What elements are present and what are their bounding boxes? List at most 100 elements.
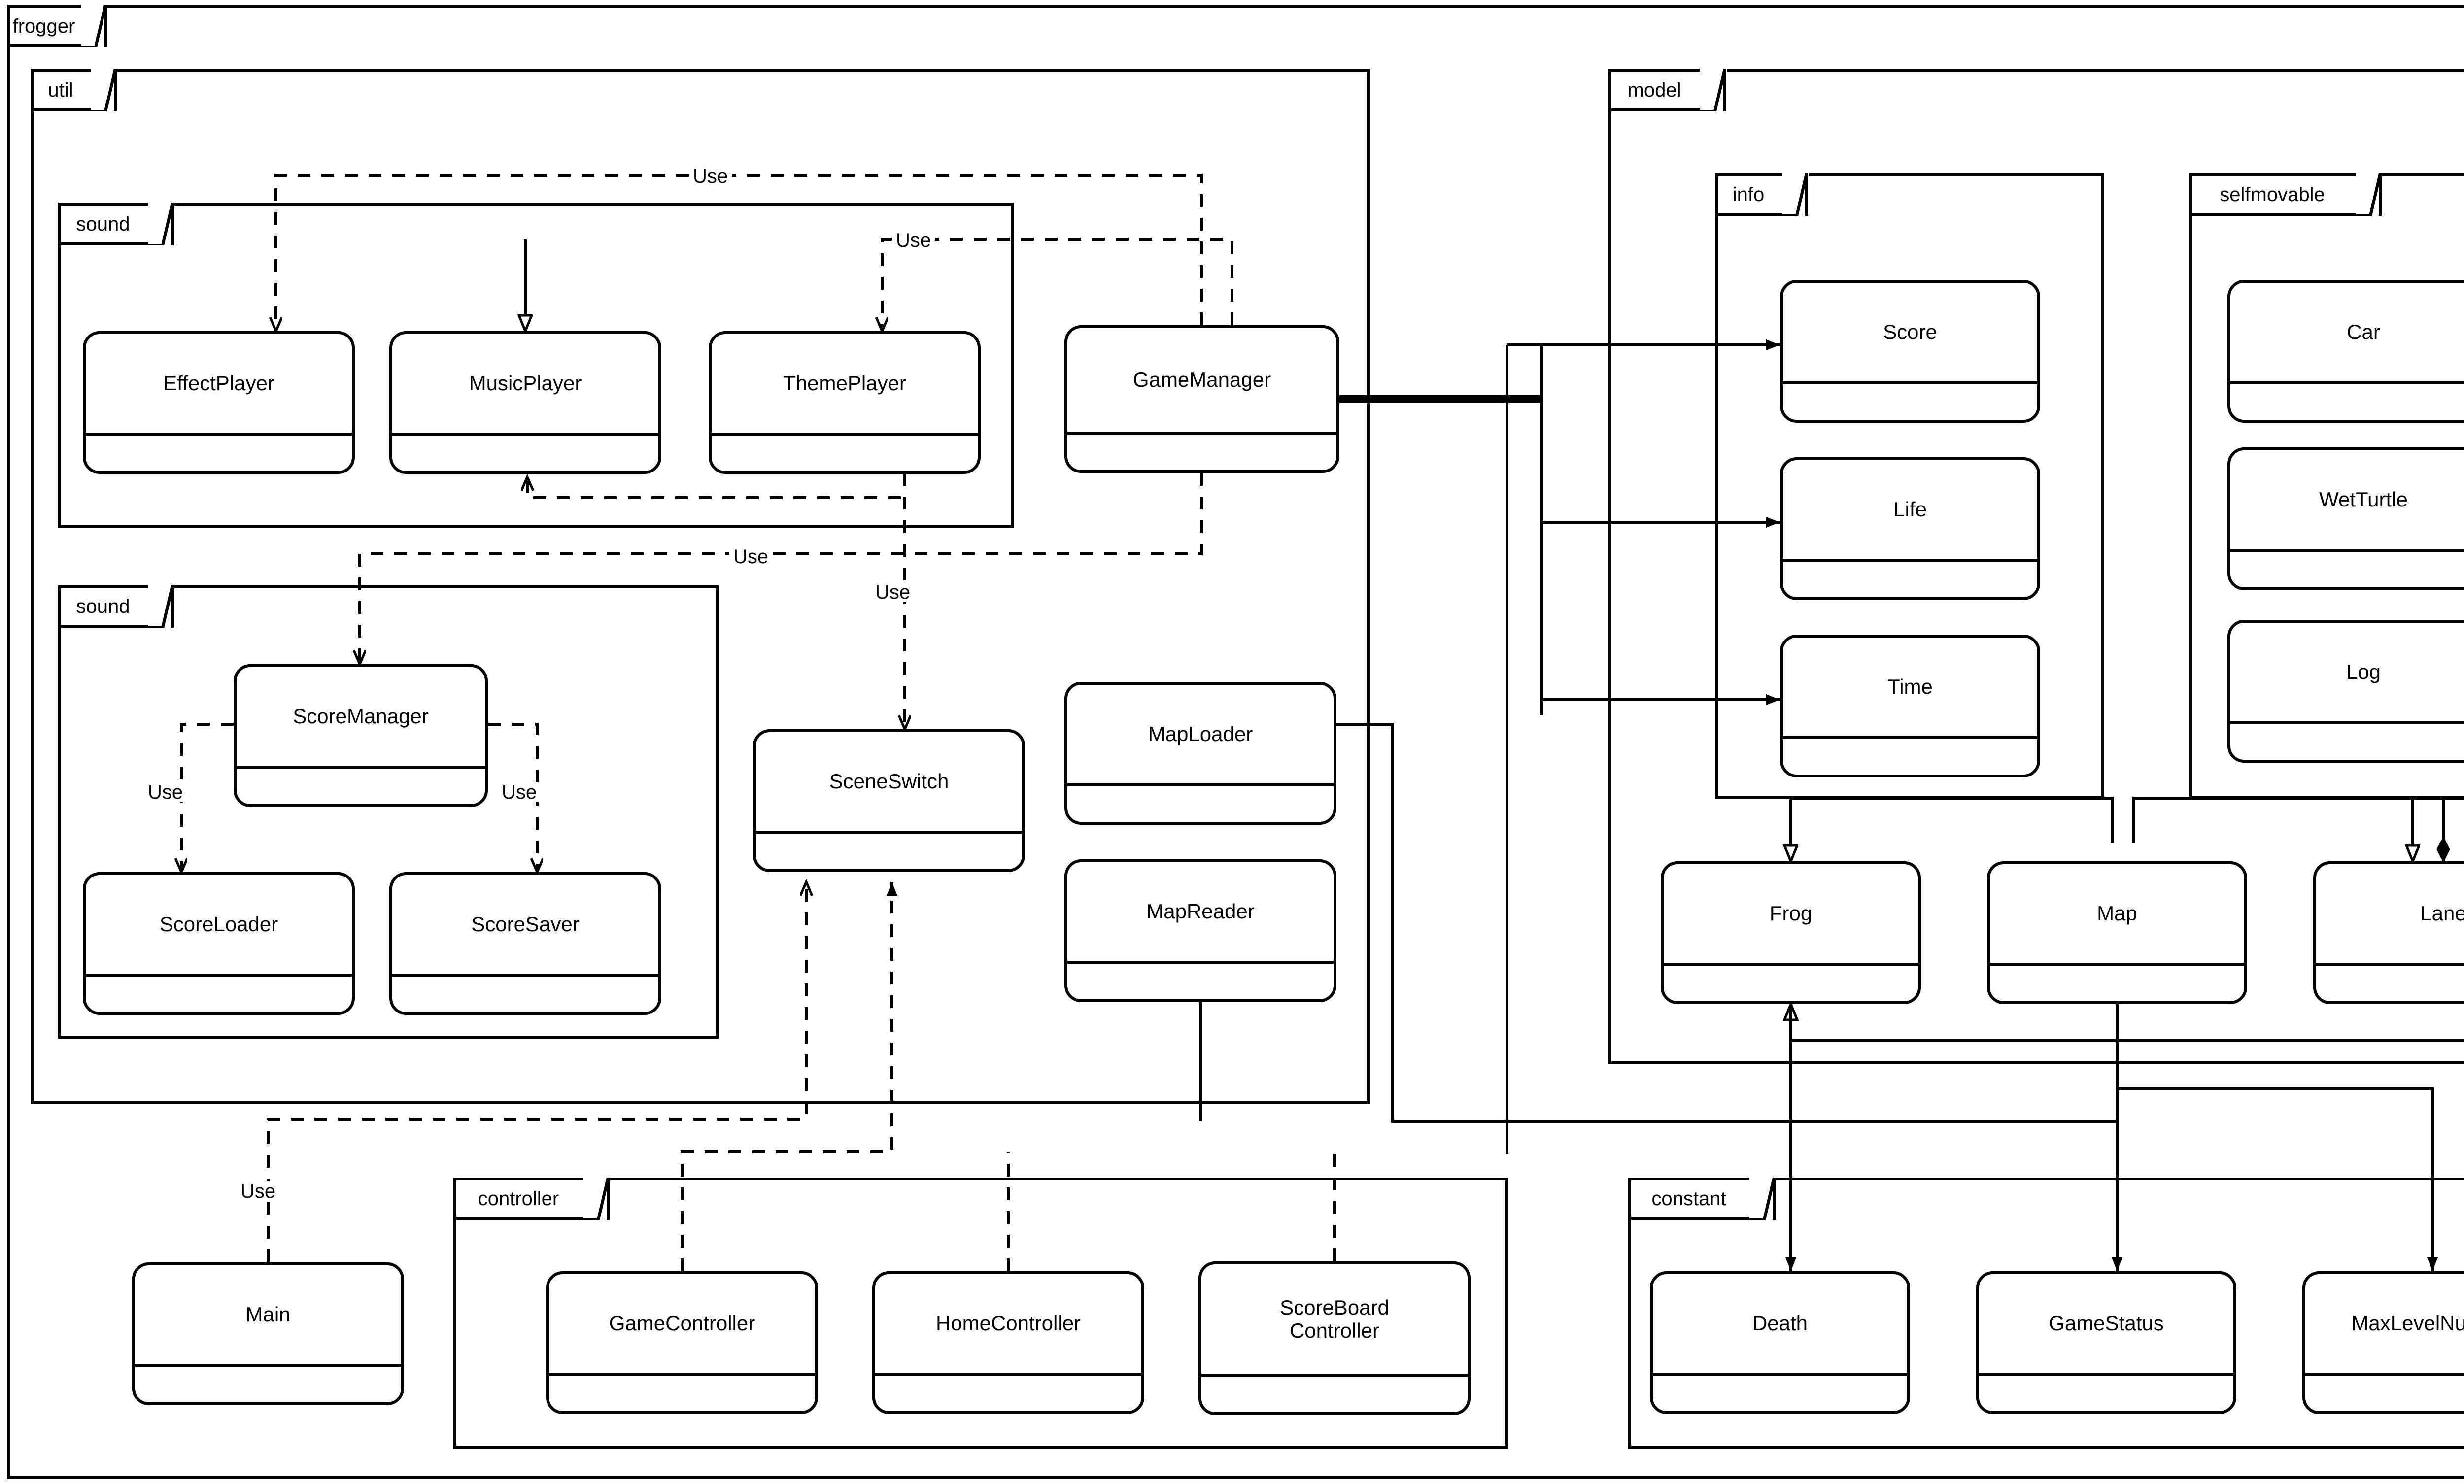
class-compartment-divider: [2316, 963, 2464, 966]
package-frame-controller: [453, 1178, 1508, 1449]
class-compartment-divider: [1990, 963, 2244, 966]
package-name-selfmovable: selfmovable: [2220, 183, 2325, 205]
class-compartment-divider: [1201, 1374, 1468, 1377]
package-tab-sound_low[interactable]: sound: [58, 585, 174, 629]
class-attributes-compartment: [1783, 562, 2037, 597]
package-tab-sound_top[interactable]: sound: [58, 202, 174, 247]
class-compartment-divider: [2230, 381, 2464, 384]
edge-label-use-mid-1: Use: [729, 547, 773, 567]
package-frame-util: [31, 69, 1370, 1104]
package-tab-body: [58, 585, 148, 628]
class-compartment-divider: [1067, 961, 1334, 964]
class-box-MapReader[interactable]: MapReader: [1064, 859, 1336, 1002]
class-compartment-divider: [2230, 549, 2464, 552]
class-box-ScoreSaver[interactable]: ScoreSaver: [389, 872, 661, 1015]
package-tab-model[interactable]: model: [1608, 68, 1727, 113]
class-attributes-compartment: [1067, 786, 1334, 822]
class-box-WetTurtle[interactable]: WetTurtle: [2227, 447, 2464, 590]
package-tab-constant[interactable]: constant: [1628, 1177, 1776, 1221]
package-frame-sound_low: [58, 585, 719, 1039]
class-attributes-compartment: [1979, 1376, 2233, 1411]
class-attributes-compartment: [2316, 966, 2464, 1001]
class-compartment-divider: [392, 974, 658, 977]
class-box-ThemePlayer[interactable]: ThemePlayer: [709, 331, 981, 474]
package-name-model: model: [1627, 79, 1681, 101]
class-box-Lane[interactable]: Lane: [2313, 861, 2464, 1004]
class-compartment-divider: [1653, 1373, 1907, 1376]
class-box-ScoreManager[interactable]: ScoreManager: [234, 664, 488, 807]
class-name-GameController: GameController: [609, 1312, 755, 1335]
class-compartment-divider: [1783, 381, 2037, 384]
package-name-sound_low: sound: [76, 595, 130, 617]
package-tab-slant: [145, 585, 174, 629]
class-box-HomeController[interactable]: HomeController: [872, 1271, 1144, 1414]
class-box-Frog[interactable]: Frog: [1661, 861, 1921, 1004]
class-name-Lane: Lane: [2420, 902, 2464, 925]
class-name-ThemePlayer: ThemePlayer: [783, 371, 906, 395]
class-box-MapLoader[interactable]: MapLoader: [1064, 682, 1336, 825]
class-box-GameStatus[interactable]: GameStatus: [1976, 1271, 2236, 1414]
class-box-GameManager[interactable]: GameManager: [1064, 325, 1339, 473]
package-tab-util[interactable]: util: [31, 68, 117, 113]
package-frame-model: [1608, 69, 2464, 1064]
class-box-GameController[interactable]: GameController: [546, 1271, 818, 1414]
package-tab-body: [7, 5, 81, 47]
class-box-Life[interactable]: Life: [1780, 457, 2040, 600]
class-box-Death[interactable]: Death: [1650, 1271, 1910, 1414]
package-tab-frogger[interactable]: frogger: [7, 4, 107, 49]
package-tab-body: [31, 69, 91, 111]
class-attributes-compartment: [1201, 1377, 1468, 1412]
package-tab-info[interactable]: info: [1715, 173, 1809, 217]
class-name-MusicPlayer: MusicPlayer: [469, 371, 582, 395]
class-attributes-compartment: [86, 436, 352, 471]
edge-label-use-main: Use: [237, 1181, 280, 1201]
class-box-MaxLevelNumber[interactable]: MaxLevelNumber: [2302, 1271, 2464, 1414]
package-tab-body: [453, 1178, 583, 1220]
class-compartment-divider: [86, 433, 352, 436]
class-compartment-divider: [86, 974, 352, 977]
package-tab-body: [1715, 173, 1782, 216]
package-frame-sound_top: [58, 203, 1014, 528]
class-compartment-divider: [1783, 736, 2037, 739]
class-box-Log[interactable]: Log: [2227, 620, 2464, 763]
class-name-Log: Log: [2346, 660, 2381, 684]
class-attributes-compartment: [1664, 966, 1918, 1001]
class-compartment-divider: [392, 433, 658, 436]
package-frame-frogger: [7, 5, 2464, 1479]
class-name-Main: Main: [245, 1303, 291, 1326]
package-name-controller: controller: [478, 1187, 559, 1210]
class-name-ScoreManager: ScoreManager: [293, 705, 429, 728]
package-frame-constant: [1628, 1178, 2464, 1449]
package-tab-slant: [145, 202, 174, 247]
class-box-Score[interactable]: Score: [1780, 280, 2040, 423]
class-compartment-divider: [712, 433, 978, 436]
class-name-Map: Map: [2097, 902, 2137, 925]
class-box-EffectPlayer[interactable]: EffectPlayer: [83, 331, 355, 474]
class-name-GameStatus: GameStatus: [2049, 1312, 2164, 1335]
class-attributes-compartment: [1067, 435, 1336, 470]
class-name-WetTurtle: WetTurtle: [2319, 488, 2408, 511]
class-box-Map[interactable]: Map: [1987, 861, 2247, 1004]
class-attributes-compartment: [1653, 1376, 1907, 1411]
class-box-ScoreLoader[interactable]: ScoreLoader: [83, 872, 355, 1015]
class-attributes-compartment: [875, 1376, 1141, 1411]
class-box-MusicPlayer[interactable]: MusicPlayer: [389, 331, 661, 474]
package-name-sound_top: sound: [76, 213, 130, 235]
package-tab-controller[interactable]: controller: [453, 1177, 610, 1221]
class-attributes-compartment: [756, 834, 1022, 869]
class-box-Main[interactable]: Main: [132, 1262, 404, 1405]
class-name-ScoreLoader: ScoreLoader: [159, 912, 278, 936]
package-name-constant: constant: [1651, 1187, 1726, 1210]
class-name-MapLoader: MapLoader: [1148, 722, 1253, 746]
class-attributes-compartment: [549, 1376, 815, 1411]
package-tab-selfmovable[interactable]: selfmovable: [2189, 173, 2382, 217]
package-tab-body: [58, 203, 148, 245]
class-attributes-compartment: [392, 977, 658, 1012]
package-name-info: info: [1732, 183, 1765, 205]
class-box-Car[interactable]: Car: [2227, 280, 2464, 423]
package-tab-slant: [2353, 173, 2382, 217]
class-box-Time[interactable]: Time: [1780, 635, 2040, 777]
class-compartment-divider: [1664, 963, 1918, 966]
class-box-SceneSwitch[interactable]: SceneSwitch: [753, 729, 1025, 872]
